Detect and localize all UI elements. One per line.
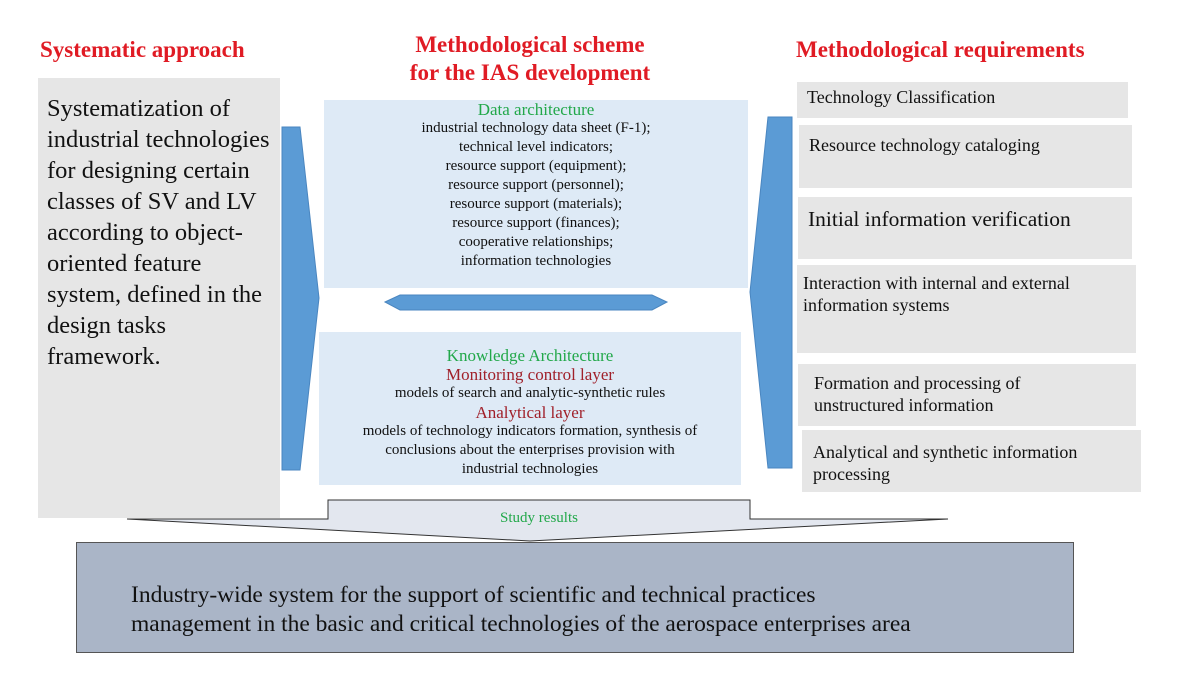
analytical-layer-line: conclusions about the enterprises provis… bbox=[385, 442, 675, 458]
data-item: cooperative relationships; bbox=[458, 234, 614, 250]
requirement-line: Analytical and synthetic information bbox=[813, 442, 1078, 462]
knowledge-architecture-content: Knowledge Architecture Monitoring contro… bbox=[319, 346, 741, 479]
bottom-result-text: Industry-wide system for the support of … bbox=[131, 581, 1071, 639]
data-item: technical level indicators; bbox=[458, 139, 614, 155]
heading-methodological-requirements: Methodological requirements bbox=[796, 37, 1085, 62]
requirement-box: Initial information verification bbox=[798, 197, 1132, 259]
analytical-layer-line: models of technology indicators formatio… bbox=[362, 423, 698, 439]
knowledge-architecture-title: Knowledge Architecture bbox=[446, 346, 614, 365]
data-item: resource support (personnel); bbox=[448, 177, 624, 193]
heading-methodological-scheme: Methodological scheme for the IAS develo… bbox=[330, 31, 730, 87]
heading-scheme-line2: for the IAS development bbox=[409, 60, 651, 85]
study-results-label: Study results bbox=[500, 510, 578, 526]
requirement-line: Resource technology cataloging bbox=[809, 135, 1040, 155]
bottom-result-box bbox=[76, 542, 1074, 653]
analytical-layer-line: industrial technologies bbox=[461, 461, 599, 477]
requirement-line: Interaction with internal and external bbox=[803, 273, 1070, 293]
requirement-box: Interaction with internal and external i… bbox=[797, 265, 1136, 353]
requirement-box: Resource technology cataloging bbox=[799, 125, 1132, 188]
data-architecture-content: Data architecture industrial technology … bbox=[324, 100, 748, 271]
data-architecture-title: Data architecture bbox=[477, 100, 595, 119]
left-arrow-right bbox=[749, 116, 793, 469]
left-panel bbox=[38, 78, 280, 518]
requirement-box: Formation and processing of unstructured… bbox=[798, 364, 1136, 426]
data-architecture-box bbox=[324, 100, 748, 288]
monitoring-layer-text: models of search and analytic-synthetic … bbox=[394, 385, 666, 401]
bottom-result-line1: Industry-wide system for the support of … bbox=[131, 582, 816, 608]
left-panel-text: Systematization of industrial technologi… bbox=[47, 95, 270, 370]
data-item: resource support (finances); bbox=[452, 215, 620, 231]
data-item: resource support (materials); bbox=[449, 196, 623, 212]
heading-scheme-line1: Methodological scheme bbox=[415, 32, 645, 57]
bottom-result-line2: management in the basic and critical tec… bbox=[131, 611, 911, 637]
requirement-box: Analytical and synthetic information pro… bbox=[802, 430, 1141, 492]
right-arrow-left bbox=[281, 126, 320, 471]
double-arrow-connector bbox=[383, 294, 669, 311]
requirement-line: information systems bbox=[803, 295, 950, 315]
requirement-line: processing bbox=[813, 464, 890, 484]
requirement-line: Technology Classification bbox=[807, 87, 996, 107]
heading-systematic-approach: Systematic approach bbox=[40, 37, 245, 62]
down-funnel-arrow bbox=[126, 499, 949, 542]
knowledge-architecture-box bbox=[319, 332, 741, 485]
requirement-line: unstructured information bbox=[814, 395, 994, 415]
data-item: industrial technology data sheet (F-1); bbox=[421, 120, 651, 136]
requirement-box: Technology Classification bbox=[797, 82, 1128, 118]
analytical-layer-title: Analytical layer bbox=[475, 403, 585, 422]
requirement-line: Formation and processing of bbox=[814, 373, 1021, 393]
data-item: resource support (equipment); bbox=[445, 158, 627, 174]
monitoring-layer-title: Monitoring control layer bbox=[445, 365, 615, 384]
data-item: information technologies bbox=[460, 253, 612, 269]
requirement-line: Initial information verification bbox=[808, 207, 1071, 231]
